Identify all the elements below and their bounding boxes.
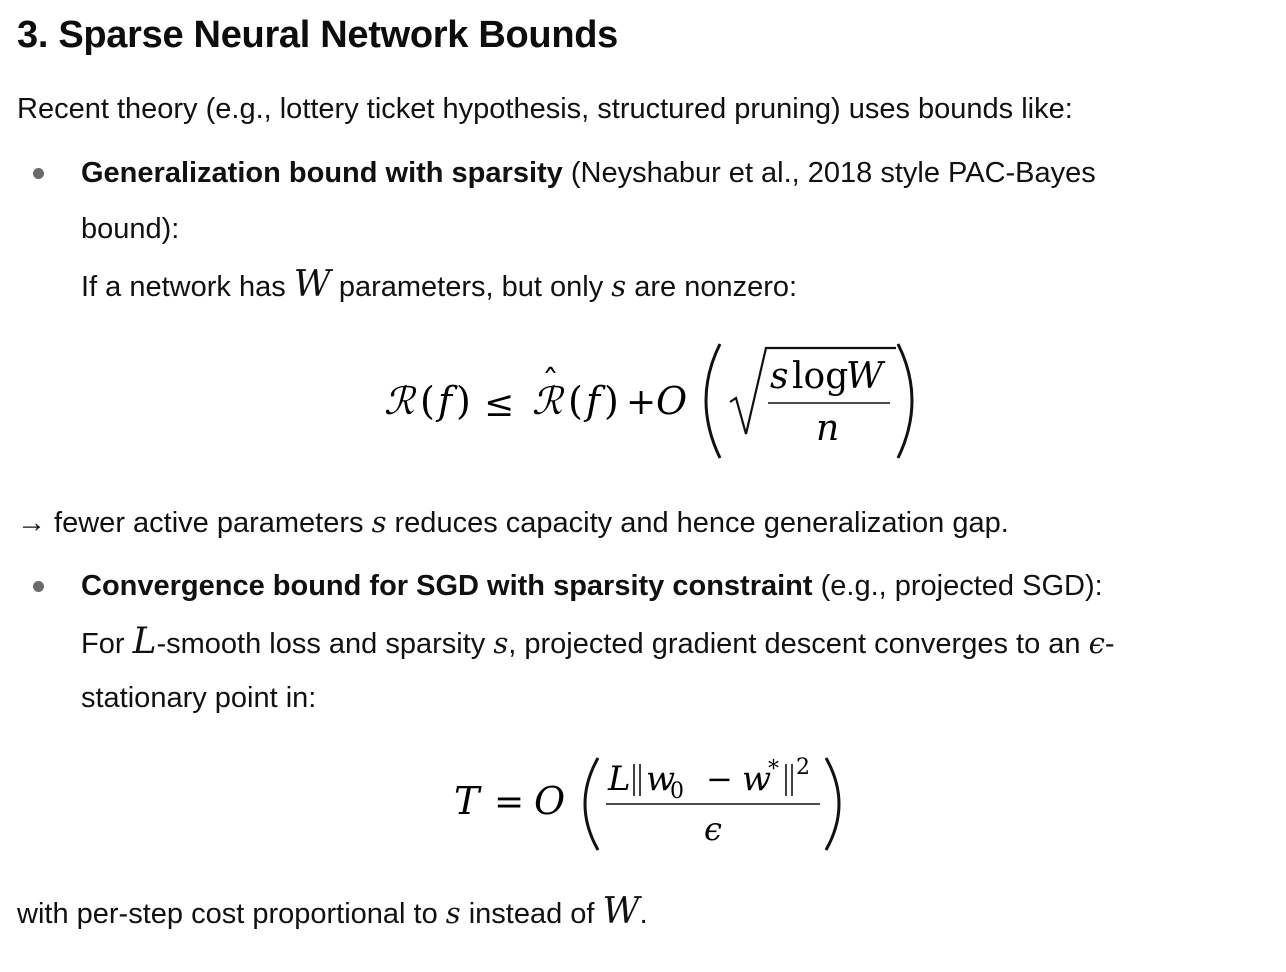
sqrt-sign [729,346,896,435]
num-var-W: W [846,356,886,397]
final-text: instead of [460,898,603,930]
bullet1-title: Generalization bound with sparsity [81,157,563,189]
big-paren-right [896,343,914,459]
var-wstar: w [742,759,771,799]
star-superscript: * [768,757,779,782]
condition-text: are nonzero: [626,271,798,303]
condition-text: parameters, but only [330,271,612,303]
big-O: O [656,379,687,423]
paren-close: ) [604,379,619,423]
plus-symbol: + [626,382,656,423]
num-log: log [792,356,848,397]
bullet1-line1: Generalization bound with sparsity (Neys… [81,153,1096,193]
var-f: f [435,379,458,423]
paren-close: ) [456,379,471,423]
var-W: W [602,891,640,932]
num-var-s: s [770,356,788,397]
paren-open: ( [420,379,435,423]
bullet-dot [33,168,44,179]
den-var-epsilon: ϵ [704,810,722,848]
bullet2-tail: (e.g., projected SGD): [812,570,1103,602]
arrow-note-text: → fewer active parameters [17,507,372,539]
bullet2-line2: For L-smooth loss and sparsity s, projec… [81,622,1115,664]
arrow-note: → fewer active parameters s reduces capa… [17,502,1009,543]
bullet2-title: Convergence bound for SGD with sparsity … [81,570,813,602]
bullet2-line1: Convergence bound for SGD with sparsity … [81,566,1103,606]
num-var-L: L [607,759,631,799]
final-paragraph: with per-step cost proportional to s ins… [17,892,648,934]
square-superscript: 2 [796,755,810,780]
big-paren-right [824,757,841,851]
final-text: with per-step cost proportional to [17,898,446,930]
intro-paragraph: Recent theory (e.g., lottery ticket hypo… [17,93,1073,125]
bullet2-text: -smooth loss and sparsity [156,628,494,660]
convergence-bound-formula: T = O L w 0 − w * 2 ϵ [450,752,870,861]
bullet2-text: , projected gradient descent converges t… [508,628,1089,660]
leq-symbol: ≤ [484,384,514,425]
var-s: s [611,269,627,303]
subscript-zero: 0 [670,779,684,804]
equals-symbol: = [494,782,524,823]
arrow-note-text: reduces capacity and hence generalizatio… [386,507,1009,539]
var-T: T [454,779,482,823]
var-s: s [371,505,387,539]
bullet1-line2: bound): [81,213,180,245]
big-paren-left [583,757,600,851]
generalization-bound-formula: ℛ ( f ) ≤ ℛ ˆ ( f ) + O s log W n [380,336,940,471]
bullet1-condition: If a network has W parameters, but only … [81,265,797,307]
var-s: s [445,896,461,930]
minus-symbol: − [706,760,733,798]
empirical-risk-symbol: ℛ [532,379,565,423]
var-f: f [583,379,606,423]
bullet-dot [33,581,44,592]
condition-text: If a network has [81,271,294,303]
section-heading: 3. Sparse Neural Network Bounds [17,14,618,56]
bullet2-text: For [81,628,133,660]
big-paren-left [704,343,722,459]
bullet1-citation: (Neyshabur et al., 2018 style PAC-Bayes [562,157,1096,189]
var-epsilon: ϵ [1088,626,1105,660]
final-text: . [639,898,648,930]
var-L: L [132,621,157,662]
den-var-n: n [816,408,839,449]
var-s: s [493,626,509,660]
bullet2-text: - [1104,628,1115,660]
hat-accent: ˆ [542,363,559,403]
risk-symbol: ℛ [384,379,417,423]
paren-open: ( [568,379,583,423]
bullet2-line3: stationary point in: [81,682,317,714]
var-w0: w [646,759,675,799]
big-O: O [534,779,565,823]
var-W: W [293,264,331,305]
